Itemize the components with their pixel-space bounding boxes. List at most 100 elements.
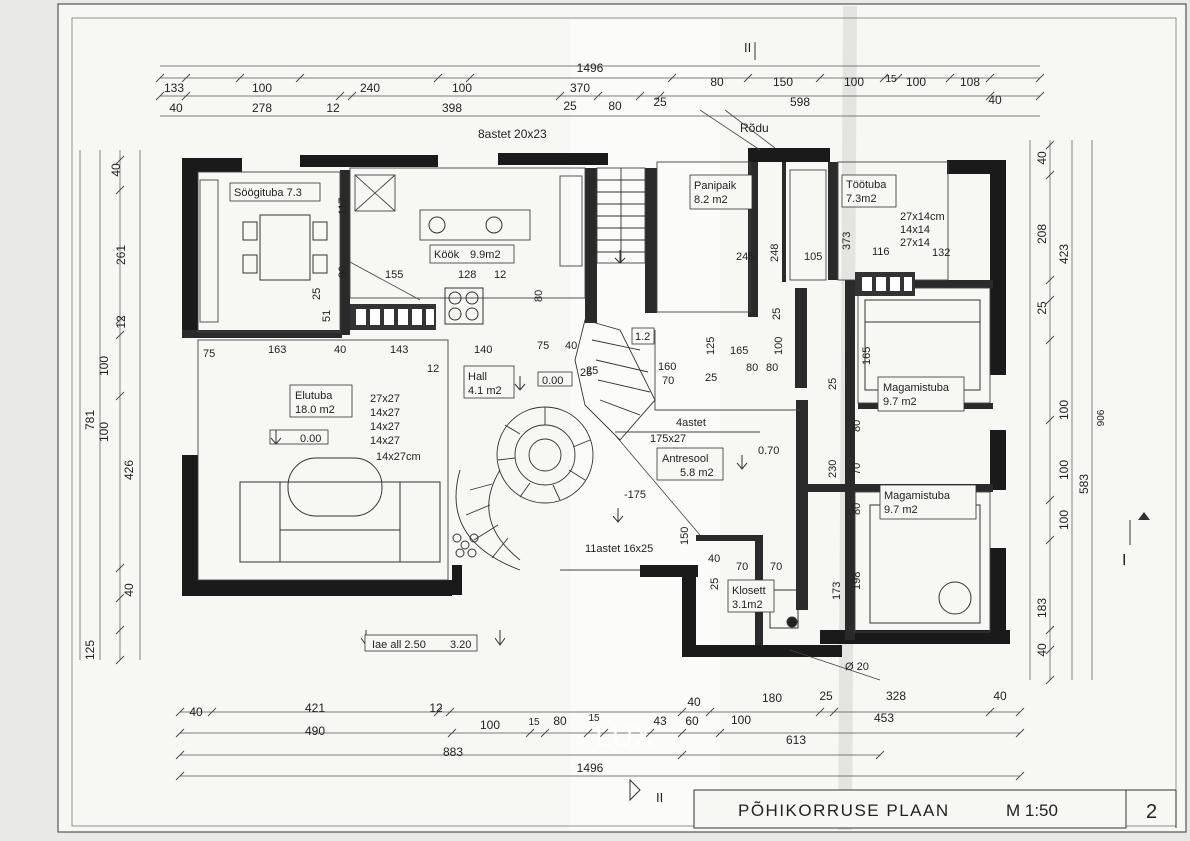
- section-label-I: I: [1122, 552, 1126, 569]
- level-hall: 0.00: [542, 375, 563, 387]
- dim-label: 40: [122, 583, 136, 597]
- level-lower: -175: [624, 489, 646, 501]
- dim-label: 108: [960, 75, 980, 89]
- dimension-tick: [1045, 170, 1055, 180]
- dim-label: 453: [874, 711, 894, 725]
- dim-label: 1.2: [635, 331, 650, 343]
- dim-label: 25: [709, 578, 721, 590]
- section-label-II: II: [744, 40, 751, 55]
- level-mezz: 0.70: [758, 445, 779, 457]
- dimension-tick: [1035, 91, 1045, 101]
- dim-label: 165: [730, 345, 748, 357]
- dim-label: 25: [827, 378, 839, 390]
- dim-label: 105: [804, 251, 822, 263]
- dimension-tick: [1045, 140, 1055, 150]
- dimension-tick: [1045, 625, 1055, 635]
- dim-label: 80: [851, 420, 863, 432]
- spiral-stair: [455, 406, 594, 571]
- dim-label: 40: [1035, 151, 1049, 165]
- fireplace: [350, 304, 436, 330]
- dimension-tick: [1015, 728, 1025, 738]
- dim-label: 80: [337, 266, 349, 278]
- thin-lines: [197, 161, 991, 633]
- dimension-tick: [445, 707, 455, 717]
- dimension-tick: [743, 73, 753, 83]
- dimension-tick: [815, 73, 825, 83]
- dining-table: [242, 214, 328, 281]
- dim-label: 613: [786, 733, 806, 747]
- dim-label: 100: [97, 356, 111, 376]
- dim-label: 278: [252, 101, 272, 115]
- dim-label: 15: [588, 713, 600, 724]
- dimension-tick: [1035, 73, 1045, 83]
- dim-label: 490: [305, 724, 325, 738]
- tile-label: 14x27: [370, 421, 400, 433]
- room-area-pantry: 8.2 m2: [694, 194, 728, 206]
- dimension-tick: [1045, 275, 1055, 285]
- dimension-tick: [1015, 707, 1025, 717]
- dim-label: 150: [773, 75, 793, 89]
- dim-label: 80: [608, 99, 622, 113]
- dim-label: 100: [97, 422, 111, 442]
- dim-label: 240: [360, 81, 380, 95]
- dim-label: 75: [537, 340, 549, 352]
- dimension-tick: [433, 707, 443, 717]
- dim-label: 25: [586, 365, 598, 377]
- dimension-tick: [677, 750, 687, 760]
- dim-label: 40: [334, 344, 346, 356]
- dim-label: 25: [580, 367, 592, 379]
- room-label-living: Elutuba: [295, 390, 333, 402]
- dim-label: 100: [480, 718, 500, 732]
- dim-label: 426: [122, 460, 136, 480]
- dim-label: 883: [443, 745, 463, 759]
- dimension-tick: [540, 728, 550, 738]
- interior-dimension-labels: 117 80 155 128 12 25 51 80 75 163 40 143…: [203, 197, 950, 600]
- dim-label: 598: [790, 95, 810, 109]
- dimension-tick: [115, 625, 125, 635]
- title-block: PÕHIKORRUSE PLAAN M 1:50 2: [693, 789, 1177, 829]
- room-label-office: Töötuba: [846, 179, 887, 191]
- dimension-tick: [879, 73, 889, 83]
- dimension-tick: [677, 707, 687, 717]
- leader-lines: [349, 109, 881, 681]
- dimension-tick: [815, 707, 825, 717]
- dimension-tick: [829, 707, 839, 717]
- dimension-tick: [115, 315, 125, 325]
- dim-label: 40: [988, 93, 1002, 107]
- dimension-tick: [335, 91, 345, 101]
- section-markers: [629, 42, 1150, 802]
- watermark: LUX: [595, 720, 653, 753]
- dimension-tick: [175, 728, 185, 738]
- stair-main-label: 11astet 16x25: [585, 543, 653, 555]
- pipe-label: Ø 20: [845, 661, 869, 673]
- paper-inner-border: [71, 17, 1177, 827]
- dim-label: 25: [771, 308, 783, 320]
- dim-label: 140: [474, 344, 492, 356]
- dim-label: 100: [844, 75, 864, 89]
- dim-label: 117: [337, 197, 349, 215]
- dim-label: 100: [1057, 510, 1071, 530]
- dim-label: 80: [533, 290, 545, 302]
- dimension-tick: [715, 728, 725, 738]
- dim-label: 60: [685, 714, 699, 728]
- dim-label: 100: [731, 713, 751, 727]
- dim-label: 180: [762, 691, 782, 705]
- dimension-tick: [875, 750, 885, 760]
- dimension-tick: [155, 91, 165, 101]
- dim-label: 25: [705, 372, 717, 384]
- dim-label: 370: [570, 81, 590, 95]
- dim-label: 100: [906, 75, 926, 89]
- dimension-tick: [295, 73, 305, 83]
- room-label-bedroom-2: Magamistuba: [884, 490, 951, 502]
- ceiling-height-label: Iae all 2.50: [372, 639, 426, 651]
- dimension-tick: [705, 707, 715, 717]
- living-furniture: [239, 457, 441, 563]
- annotations: Rõdu 8astet 20x23 11astet 16x25 4astet 1…: [269, 40, 1126, 805]
- exterior-walls: [182, 148, 1010, 657]
- dimension-tick: [207, 707, 217, 717]
- dim-label: 40: [565, 340, 577, 352]
- stair-top-label: 8astet 20x23: [478, 127, 547, 141]
- sheet-number: 2: [1146, 801, 1157, 823]
- dim-label: 100: [1057, 460, 1071, 480]
